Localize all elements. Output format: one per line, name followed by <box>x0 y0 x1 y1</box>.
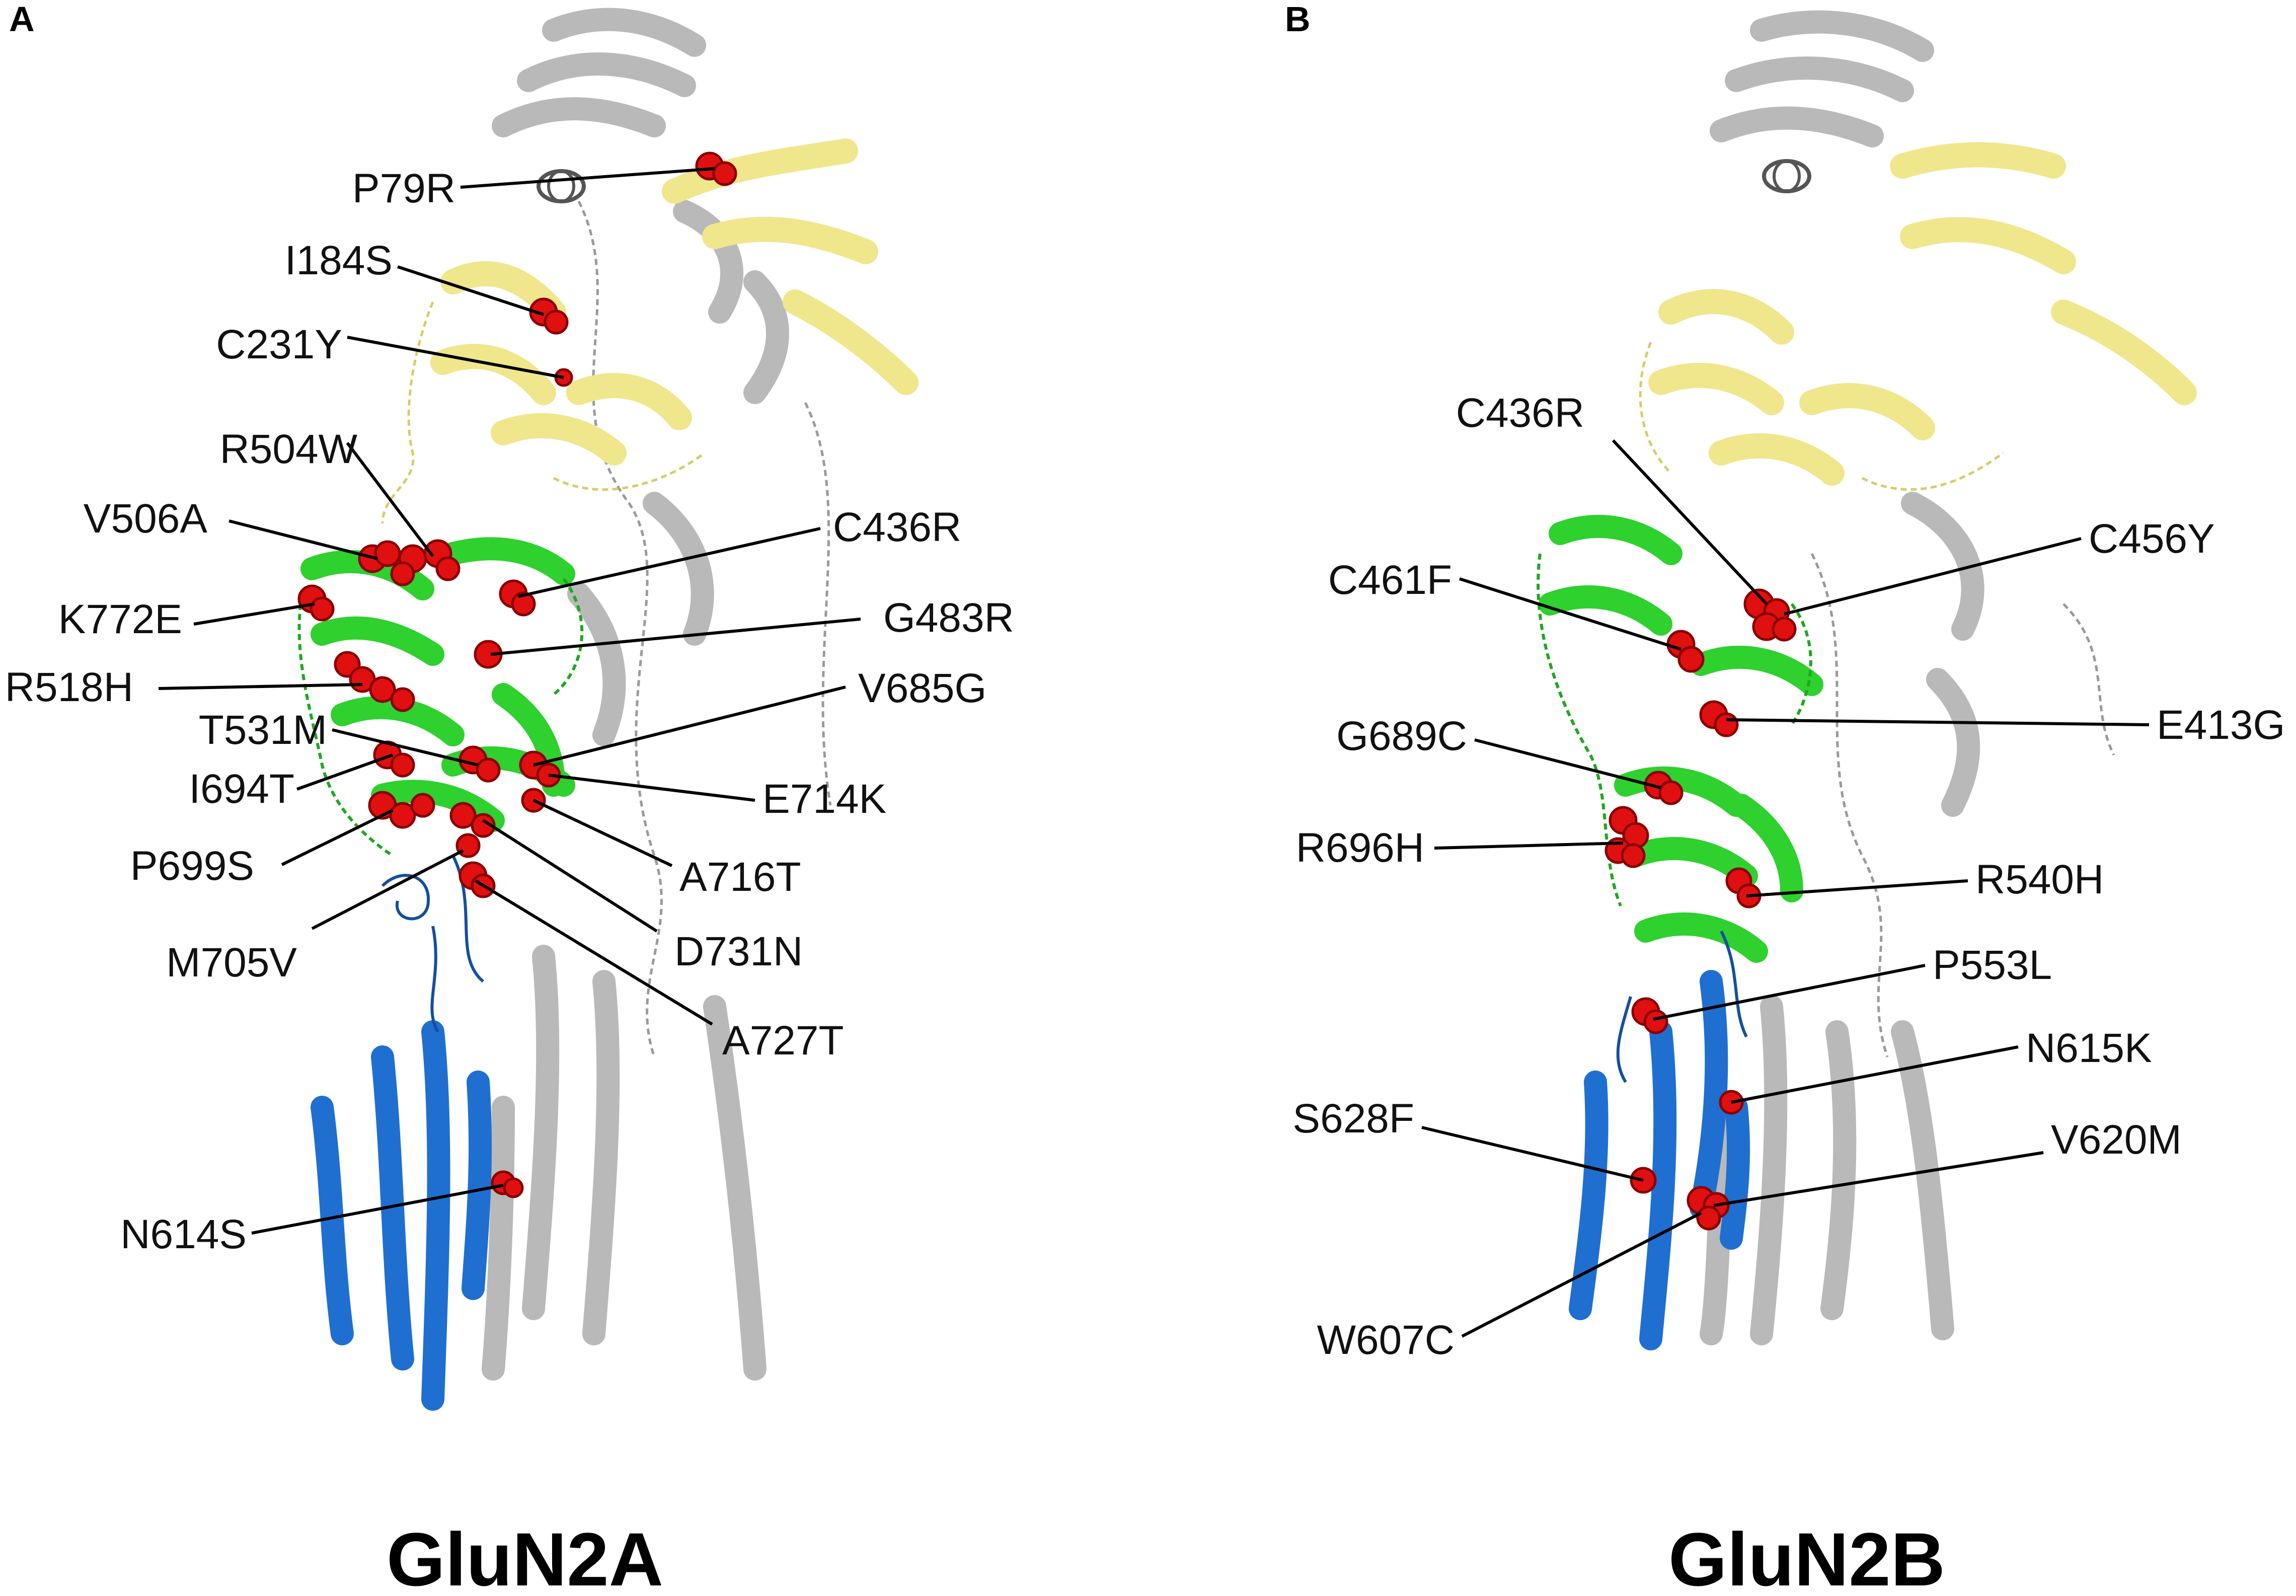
panel-a-mutation-residues <box>297 151 737 1198</box>
panel-a-title: GluN2A <box>387 1517 663 1596</box>
label-c436r: C436R <box>833 504 961 550</box>
label-c436r-b: C436R <box>1456 390 1584 436</box>
panel-a-leader-lines <box>158 167 861 1235</box>
label-p79r: P79R <box>352 166 455 211</box>
label-e714k: E714K <box>762 776 886 822</box>
label-m705v: M705V <box>166 940 297 985</box>
panel-b-glun1-subunit <box>1700 10 2115 1345</box>
label-p699s: P699S <box>130 843 254 889</box>
label-r518h: R518H <box>5 664 133 710</box>
panel-a-glun1-subunit <box>482 8 832 1381</box>
label-e413g: E413G <box>2157 702 2285 748</box>
panel-b-letter: B <box>1285 0 1311 39</box>
label-n615k: N615K <box>2026 1025 2152 1071</box>
label-v620m: V620M <box>2051 1117 2182 1163</box>
label-w607c: W607C <box>1317 1317 1455 1363</box>
label-r504w: R504W <box>220 426 358 472</box>
label-r696h: R696H <box>1296 825 1424 871</box>
panel-a: A <box>5 0 1014 1596</box>
label-c456y: C456Y <box>2089 516 2215 562</box>
label-a716t: A716T <box>679 854 801 900</box>
label-g689c: G689C <box>1336 713 1467 759</box>
panel-a-letter: A <box>9 0 35 39</box>
label-c231y: C231Y <box>216 322 342 367</box>
label-d731n: D731N <box>674 929 803 974</box>
label-t531m: T531M <box>199 707 327 753</box>
label-r540h: R540H <box>1975 857 2104 902</box>
label-c461f: C461F <box>1328 557 1452 603</box>
panel-a-amino-terminal-domain <box>381 138 919 524</box>
panel-b-amino-terminal-domain <box>1639 142 2197 491</box>
panel-a-mutation-labels: P79R I184S C231Y R504W V506A C436R K772E… <box>5 166 1014 1257</box>
panel-b-mutation-residues <box>1604 588 1797 1231</box>
panel-b-title: GluN2B <box>1668 1517 1945 1596</box>
panel-b: B <box>1285 0 2285 1596</box>
label-a727t: A727T <box>722 1018 844 1063</box>
panel-b-ligand-binding-domain <box>1537 514 1823 963</box>
label-i184s: I184S <box>285 238 393 283</box>
label-s628f: S628F <box>1292 1096 1414 1142</box>
panel-b-leader-lines <box>1421 439 2150 1338</box>
panel-b-mutation-labels: C436R C456Y C461F E413G G689C R696H R540… <box>1292 390 2285 1363</box>
label-v685g: V685G <box>858 665 986 711</box>
label-n614s: N614S <box>120 1211 247 1257</box>
label-v506a: V506A <box>84 496 208 542</box>
label-g483r: G483R <box>883 595 1014 641</box>
label-p553l: P553L <box>1933 942 2052 988</box>
panel-a-transmembrane-domain <box>311 855 492 1411</box>
label-k772e: K772E <box>58 596 182 642</box>
label-i694t: I694T <box>189 766 294 812</box>
panel-b-transmembrane-domain <box>1569 930 1750 1350</box>
